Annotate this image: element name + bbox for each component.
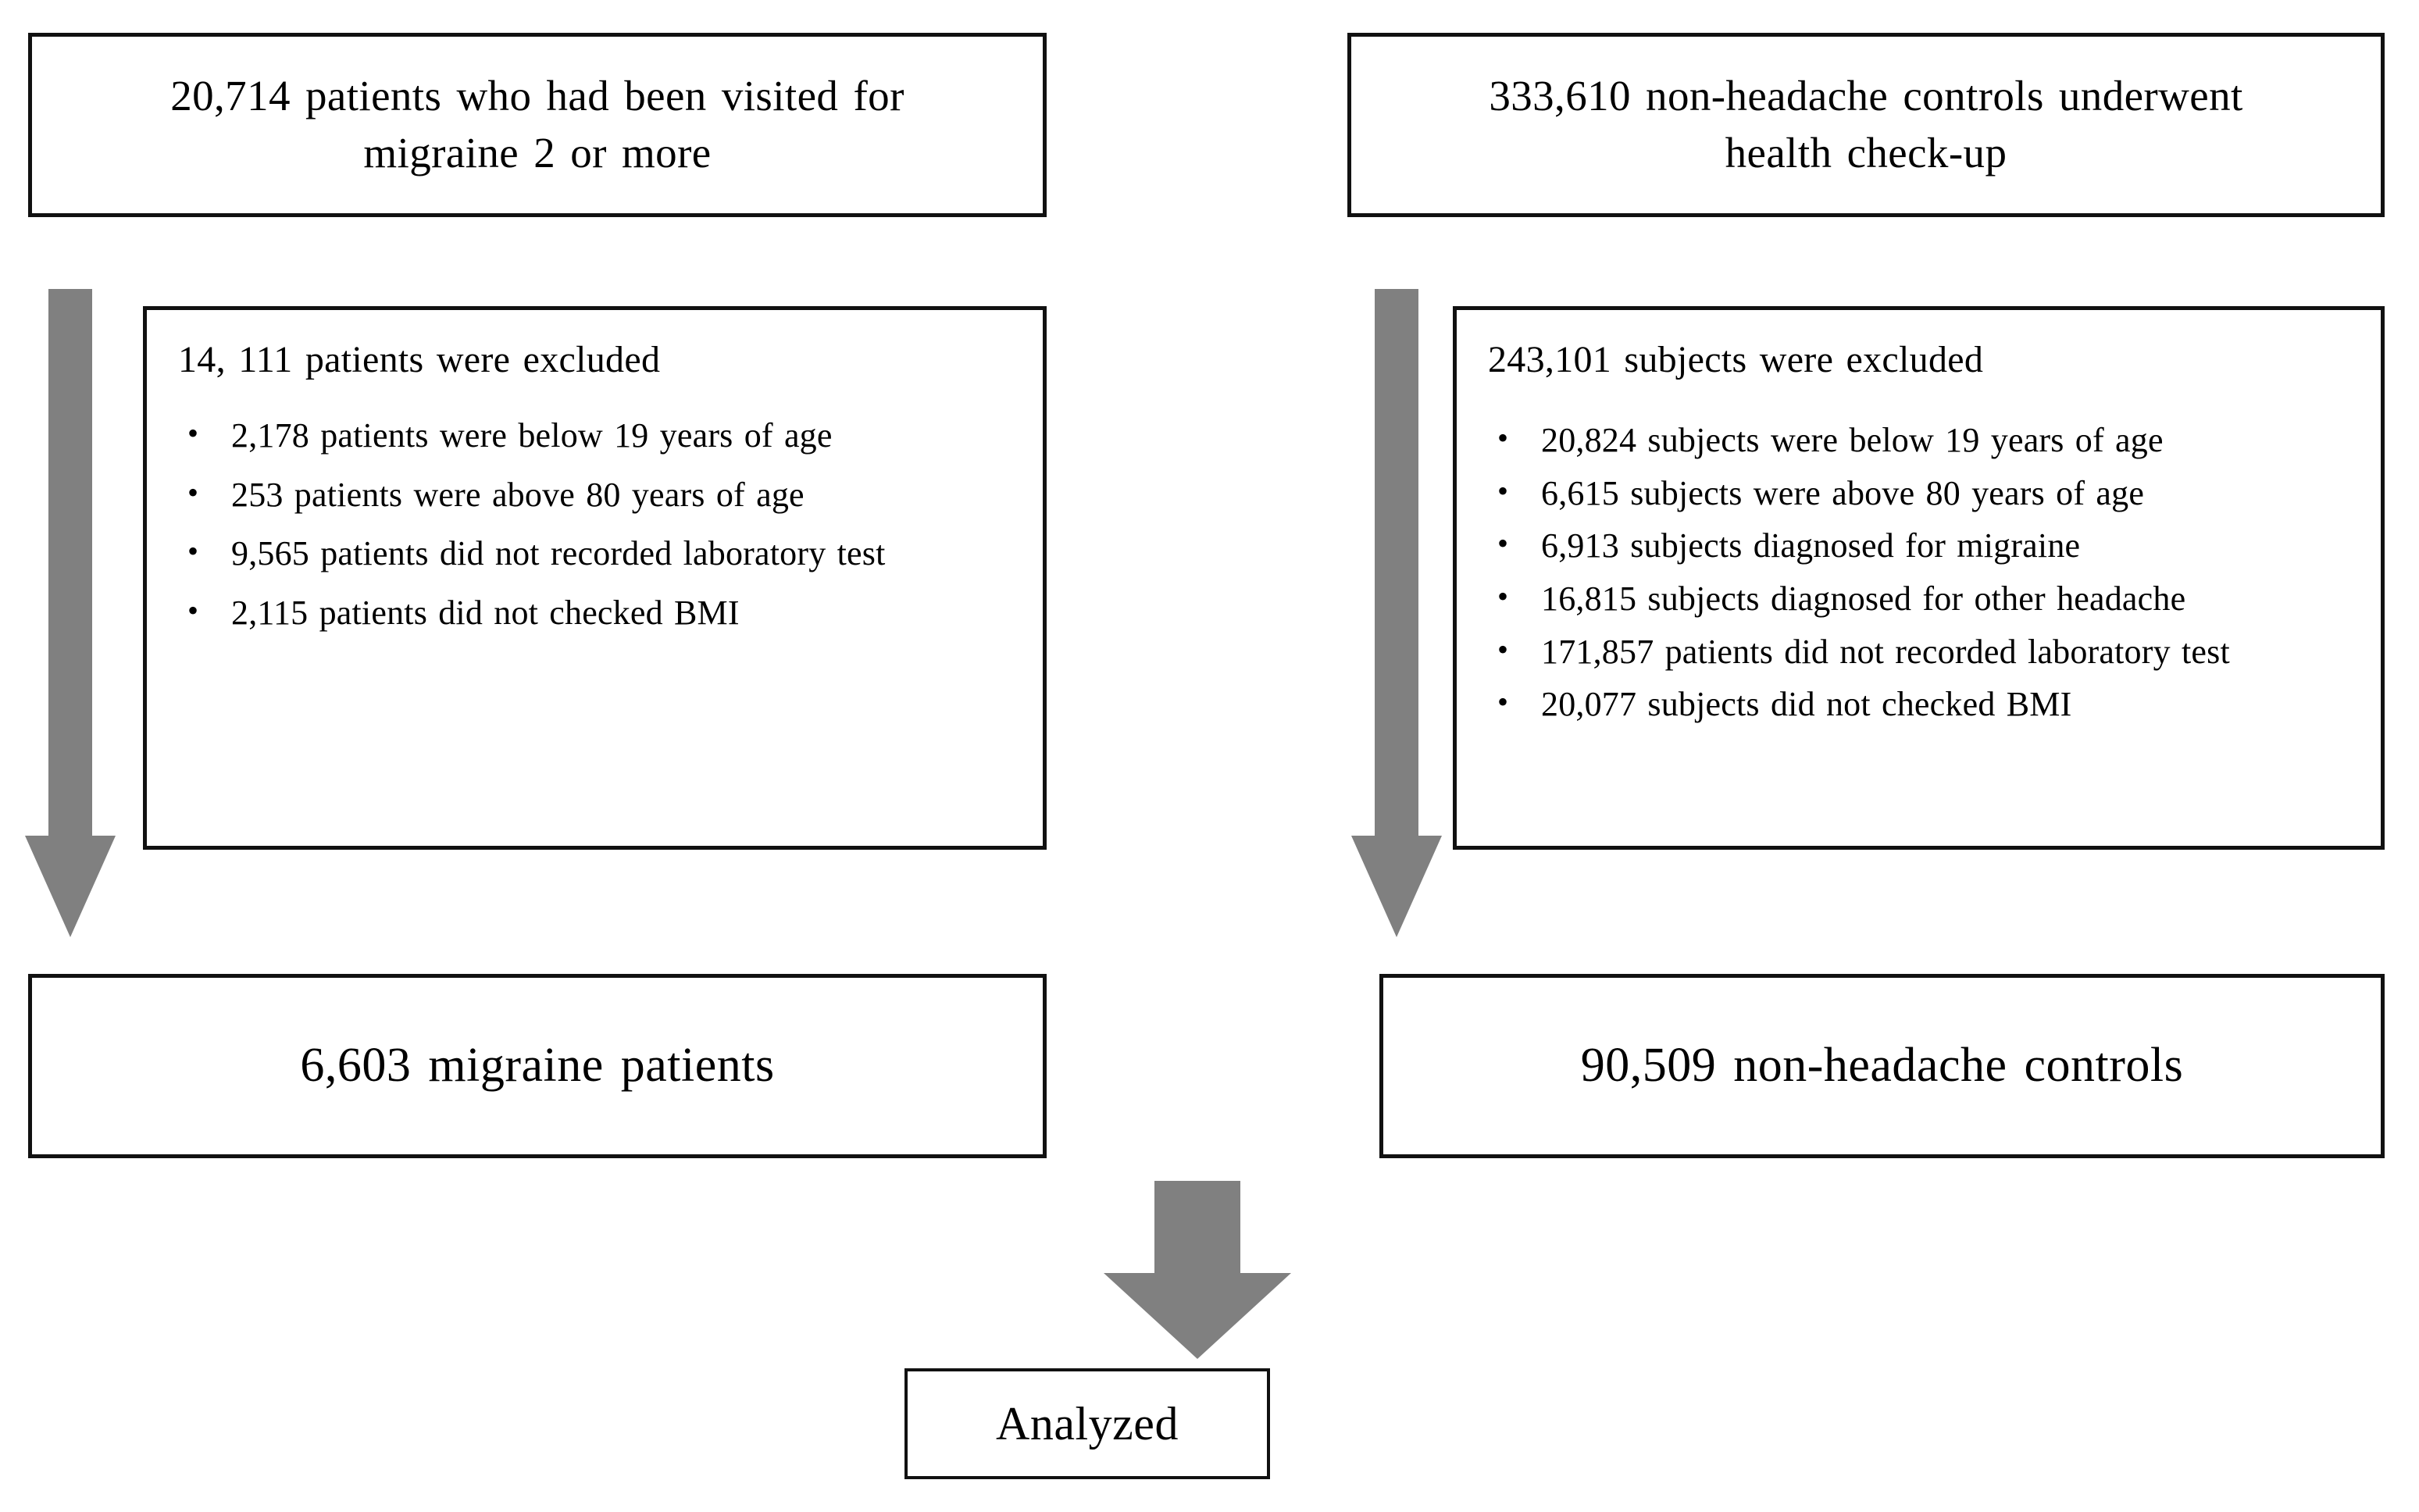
bullet-icon: •	[1497, 631, 1509, 667]
list-item: • 2,178 patients were below 19 years of …	[178, 415, 1011, 457]
list-item: • 9,565 patients did not recorded labora…	[178, 533, 1011, 575]
bullet-icon: •	[1497, 472, 1509, 508]
down-arrow-left-icon	[23, 289, 117, 937]
list-item-label: 16,815 subjects diagnosed for other head…	[1541, 579, 2186, 619]
left-source-label: 20,714 patients who had been visited for…	[170, 72, 904, 177]
list-item-label: 2,178 patients were below 19 years of ag…	[231, 416, 833, 455]
right-exclusion-title: 243,101 subjects were excluded	[1488, 339, 1984, 380]
analyzed-box: Analyzed	[904, 1368, 1270, 1479]
list-item-label: 20,077 subjects did not checked BMI	[1541, 685, 2072, 724]
list-item-label: 9,565 patients did not recorded laborato…	[231, 534, 886, 573]
list-item-label: 2,115 patients did not checked BMI	[231, 594, 740, 633]
bullet-icon: •	[187, 415, 199, 451]
right-exclusion-box: 243,101 subjects were excluded • 20,824 …	[1453, 306, 2385, 850]
bullet-icon: •	[1497, 420, 1509, 455]
right-result-box: 90,509 non-headache controls	[1379, 974, 2385, 1158]
list-item: • 2,115 patients did not checked BMI	[178, 592, 1011, 634]
left-exclusion-list: • 2,178 patients were below 19 years of …	[178, 415, 1011, 634]
bullet-icon: •	[1497, 579, 1509, 615]
analyzed-label: Analyzed	[996, 1398, 1179, 1450]
list-item: • 16,815 subjects diagnosed for other he…	[1488, 578, 2349, 620]
list-item-label: 6,913 subjects diagnosed for migraine	[1541, 526, 2081, 565]
down-arrow-merge-icon	[1100, 1181, 1295, 1359]
bullet-icon: •	[187, 593, 199, 629]
list-item-label: 20,824 subjects were below 19 years of a…	[1541, 421, 2164, 459]
list-item: • 20,077 subjects did not checked BMI	[1488, 683, 2349, 726]
left-exclusion-box: 14, 111 patients were excluded • 2,178 p…	[143, 306, 1047, 850]
right-source-box: 333,610 non-headache controls underwent …	[1347, 33, 2385, 217]
left-exclusion-title: 14, 111 patients were excluded	[178, 339, 661, 380]
list-item: • 6,913 subjects diagnosed for migraine	[1488, 525, 2349, 567]
bullet-icon: •	[187, 474, 199, 510]
bullet-icon: •	[187, 533, 199, 569]
left-result-box: 6,603 migraine patients	[28, 974, 1047, 1158]
down-arrow-right-icon	[1350, 289, 1443, 937]
right-source-label: 333,610 non-headache controls underwent …	[1489, 72, 2243, 177]
list-item: • 6,615 subjects were above 80 years of …	[1488, 472, 2349, 515]
right-result-label: 90,509 non-headache controls	[1580, 1039, 2184, 1093]
right-exclusion-list: • 20,824 subjects were below 19 years of…	[1488, 419, 2349, 726]
bullet-icon: •	[1497, 526, 1509, 562]
list-item: • 20,824 subjects were below 19 years of…	[1488, 419, 2349, 462]
bullet-icon: •	[1497, 684, 1509, 720]
list-item-label: 171,857 patients did not recorded labora…	[1541, 632, 2230, 671]
list-item: • 171,857 patients did not recorded labo…	[1488, 631, 2349, 673]
list-item: • 253 patients were above 80 years of ag…	[178, 474, 1011, 516]
list-item-label: 253 patients were above 80 years of age	[231, 475, 805, 514]
left-result-label: 6,603 migraine patients	[300, 1039, 775, 1093]
list-item-label: 6,615 subjects were above 80 years of ag…	[1541, 473, 2145, 512]
left-source-box: 20,714 patients who had been visited for…	[28, 33, 1047, 217]
